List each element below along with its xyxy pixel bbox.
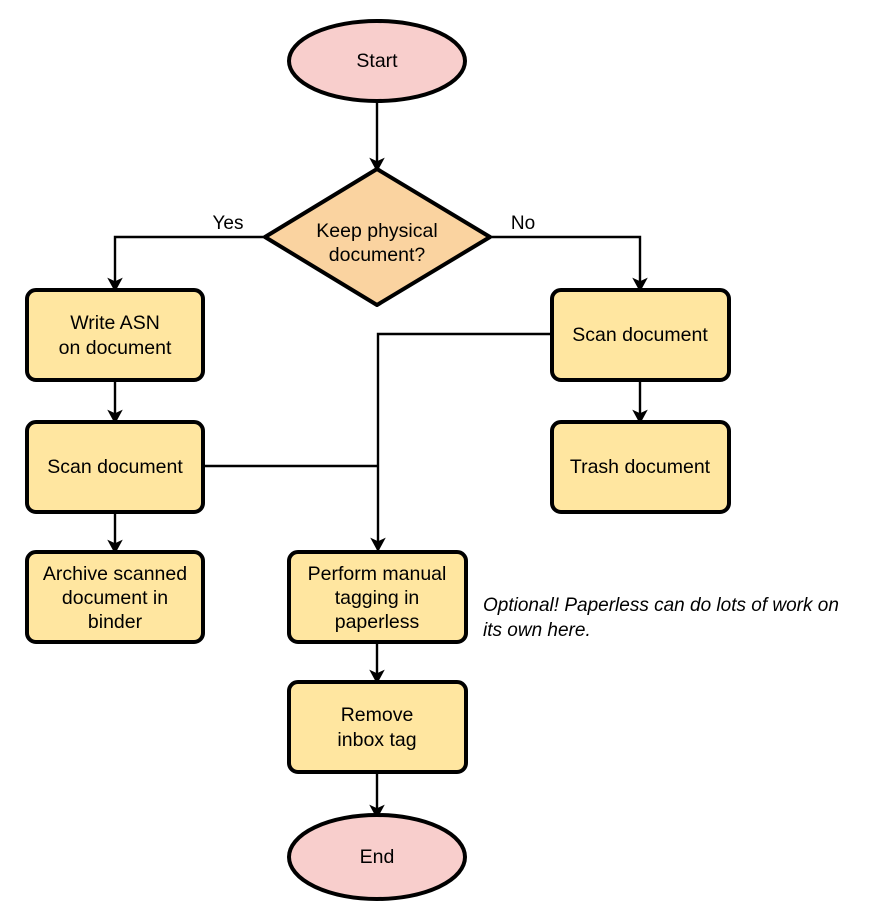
trash-box-shape [550, 420, 731, 514]
tagging-box-shape [287, 550, 468, 644]
archive-box-shape [25, 550, 205, 644]
end-ellipse-shape [287, 813, 467, 901]
node-write-asn-on-document[interactable]: Write ASN on document [25, 288, 205, 382]
tagging-label-line1: Perform manual [308, 563, 447, 585]
annotation-line1: Optional! Paperless can do lots of work … [483, 595, 839, 616]
node-remove-inbox-tag[interactable]: Remove inbox tag [287, 680, 468, 774]
annotation-optional-note: Optional! Paperless can do lots of work … [483, 595, 839, 641]
scan-left-box-shape [25, 420, 205, 514]
decision-label-line1: Keep physical [316, 220, 437, 242]
node-decision-keep-physical-document[interactable]: Keep physical document? [263, 167, 492, 307]
node-start[interactable]: Start [287, 19, 467, 103]
edge-decision-yes-to-write-asn [107, 235, 265, 293]
node-scan-document-left[interactable]: Scan document [25, 420, 205, 514]
remove-inbox-label-line1: Remove [341, 704, 414, 726]
write-asn-label-line2: on document [59, 337, 172, 359]
annotation-line2: its own here. [483, 620, 591, 641]
scan-right-box-shape [550, 288, 731, 382]
node-scan-document-right[interactable]: Scan document [550, 288, 731, 382]
remove-inbox-label-line2: inbox tag [337, 729, 416, 751]
edge-label-no: No [511, 213, 535, 234]
scan-right-label: Scan document [572, 324, 708, 346]
scan-left-label: Scan document [47, 456, 183, 478]
remove-inbox-box-shape [287, 680, 468, 774]
edge-label-yes: Yes [213, 213, 244, 234]
decision-diamond-shape [263, 167, 492, 307]
decision-label-line2: document? [329, 244, 426, 266]
node-end[interactable]: End [287, 813, 467, 901]
node-trash-document[interactable]: Trash document [550, 420, 731, 514]
tagging-label-line2: tagging in [335, 587, 420, 609]
trash-label: Trash document [570, 456, 711, 478]
edge-decision-no-to-scan-right [490, 235, 648, 293]
end-label: End [360, 846, 395, 868]
write-asn-box-shape [25, 288, 205, 382]
tagging-label-line3: paperless [335, 611, 420, 633]
start-label: Start [356, 50, 398, 72]
write-asn-label-line1: Write ASN [70, 312, 160, 334]
edge-scan-right-to-tagging [370, 332, 552, 553]
node-perform-manual-tagging[interactable]: Perform manual tagging in paperless [287, 550, 468, 644]
archive-label-line1: Archive scanned [43, 563, 187, 585]
start-ellipse-shape [287, 19, 467, 103]
node-archive-scanned-document[interactable]: Archive scanned document in binder [25, 550, 205, 644]
archive-label-line2: document in [62, 587, 168, 609]
archive-label-line3: binder [88, 611, 143, 633]
